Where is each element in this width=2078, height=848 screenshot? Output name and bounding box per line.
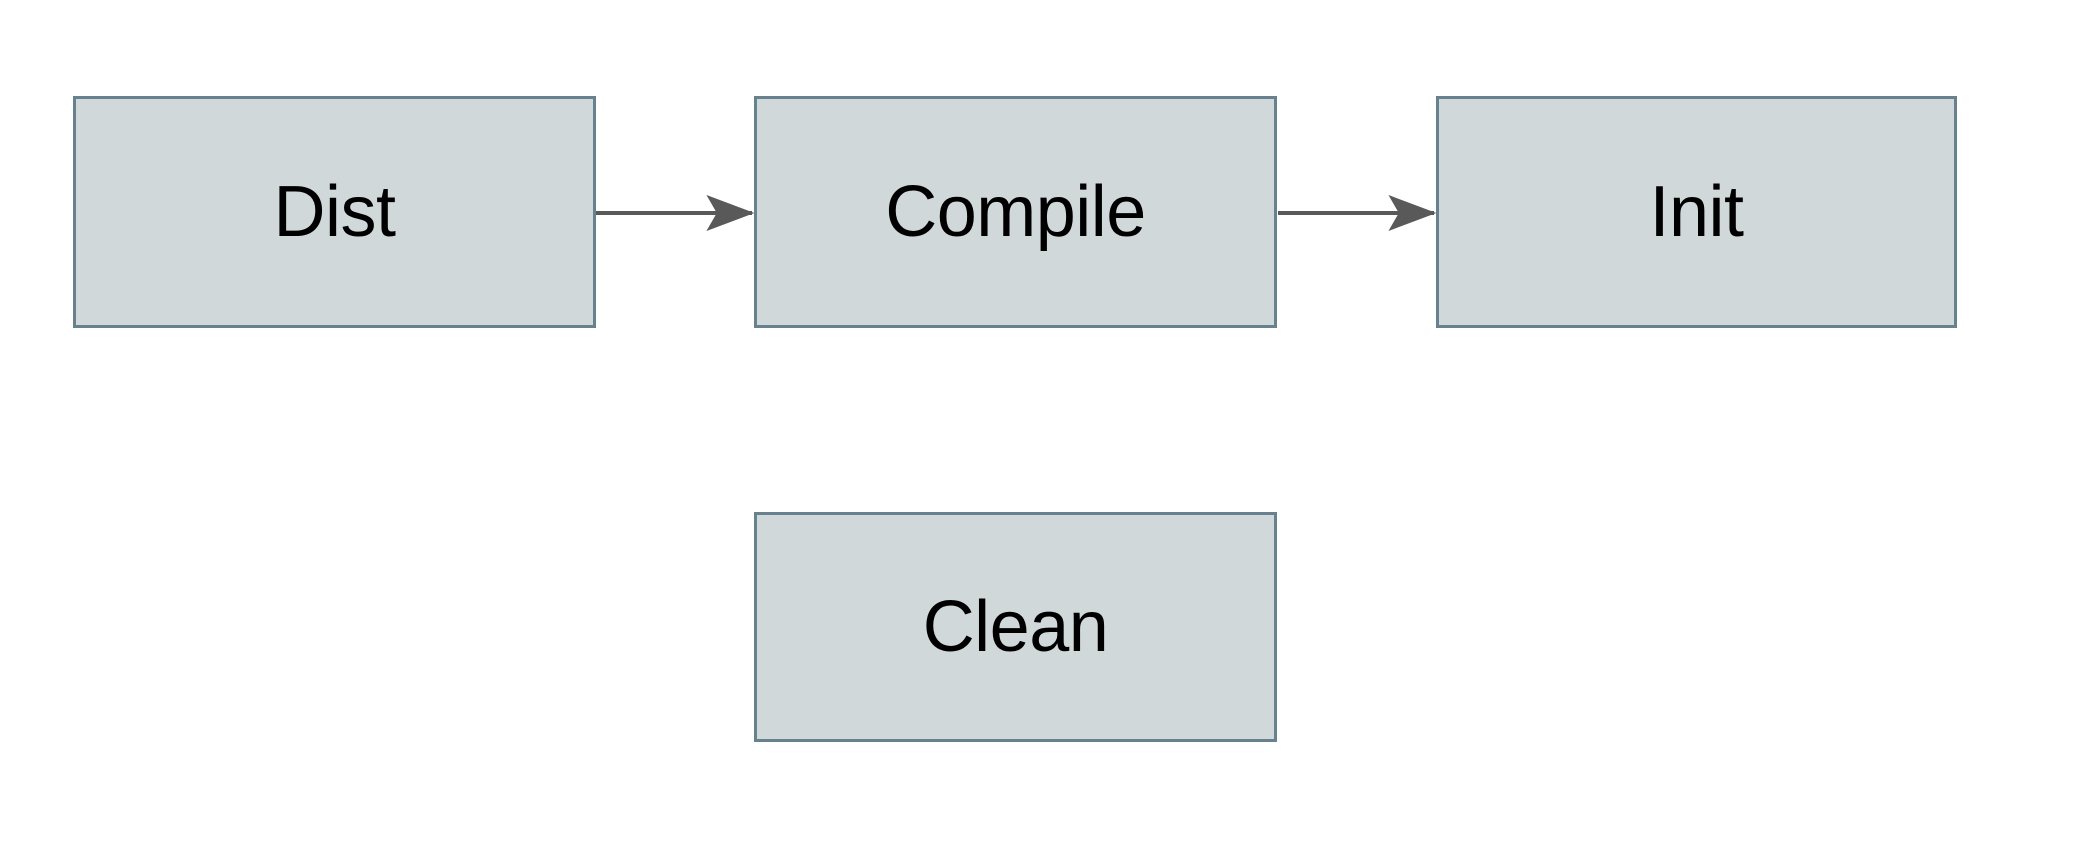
- node-label: Compile: [885, 172, 1146, 252]
- node-label: Clean: [922, 587, 1109, 667]
- node-label: Dist: [273, 172, 397, 252]
- node-init[interactable]: Init: [1436, 96, 1957, 328]
- node-compile[interactable]: Compile: [754, 96, 1277, 328]
- node-label: Init: [1649, 172, 1744, 252]
- node-clean[interactable]: Clean: [754, 512, 1277, 742]
- node-dist[interactable]: Dist: [73, 96, 596, 328]
